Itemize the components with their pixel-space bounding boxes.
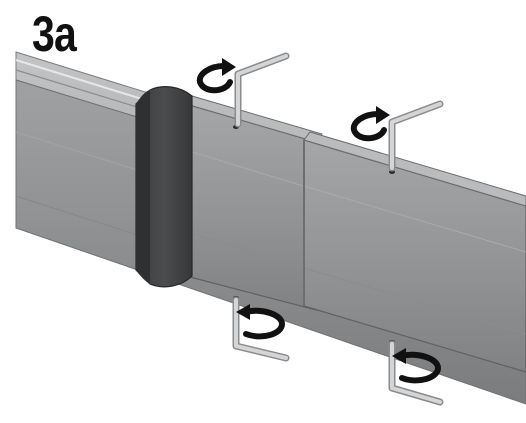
curved-rotation-arrow-icon [196, 58, 236, 94]
curved-rotation-arrow-icon [392, 348, 442, 384]
hex-key-icon [388, 340, 444, 406]
hex-key-icon [388, 100, 444, 172]
curved-rotation-arrow-icon [236, 304, 286, 340]
step-number: 3a [32, 6, 77, 62]
clamp-band [135, 86, 193, 288]
joint-cover-left [185, 95, 323, 311]
hex-key-icon [234, 52, 290, 128]
hex-key-icon [232, 296, 290, 362]
joint-cover-right [303, 131, 526, 373]
curved-rotation-arrow-icon [350, 106, 390, 142]
